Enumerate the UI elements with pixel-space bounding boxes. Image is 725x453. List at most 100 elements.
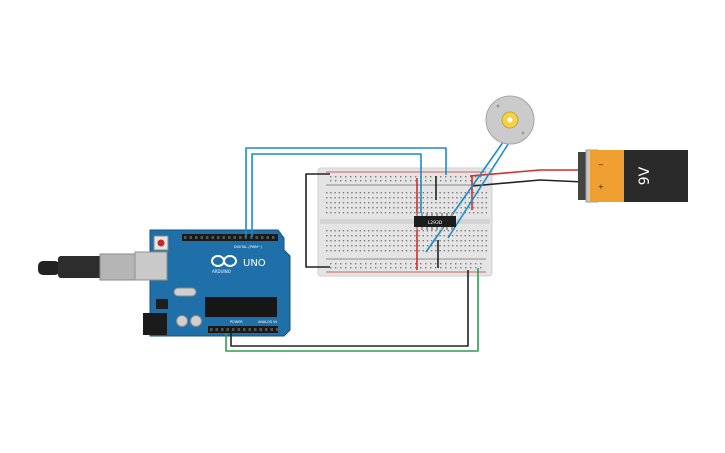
terminal-hole bbox=[384, 212, 387, 214]
rail-hole bbox=[420, 267, 422, 269]
terminal-hole bbox=[326, 240, 328, 242]
power-pin bbox=[243, 328, 246, 331]
terminal-hole bbox=[351, 250, 353, 252]
terminal-hole bbox=[376, 230, 378, 232]
rail-hole bbox=[425, 267, 427, 269]
terminal-hole bbox=[460, 192, 462, 194]
terminal-hole bbox=[389, 240, 391, 242]
rail-hole bbox=[470, 263, 472, 265]
battery-9v: − + 9V bbox=[578, 149, 688, 203]
terminal-hole bbox=[447, 240, 450, 242]
l293d-chip: L293D bbox=[414, 213, 456, 230]
terminal-hole bbox=[342, 207, 345, 209]
terminal-hole bbox=[338, 192, 340, 194]
terminal-hole bbox=[485, 245, 487, 247]
terminal-hole bbox=[456, 202, 458, 204]
terminal-hole bbox=[330, 202, 332, 204]
terminal-hole bbox=[452, 202, 454, 204]
wire-black-ground bbox=[230, 270, 469, 347]
battery-black-body bbox=[624, 150, 688, 202]
terminal-hole bbox=[380, 202, 382, 204]
terminal-hole bbox=[368, 235, 370, 237]
rail-hole bbox=[360, 267, 362, 269]
rail-hole bbox=[345, 176, 347, 178]
rail-hole bbox=[435, 267, 437, 269]
terminal-hole bbox=[414, 192, 416, 194]
terminal-hole bbox=[338, 245, 340, 247]
wire-motor-lead-1 bbox=[425, 137, 507, 253]
usb-plug bbox=[58, 256, 108, 278]
terminal-hole bbox=[414, 197, 416, 199]
rail-hole bbox=[390, 180, 392, 182]
crystal-oscillator bbox=[173, 287, 197, 297]
terminal-hole bbox=[477, 250, 479, 252]
terminal-hole bbox=[426, 230, 429, 232]
rail-hole bbox=[410, 180, 412, 182]
terminal-hole bbox=[376, 212, 378, 214]
terminal-hole bbox=[414, 245, 416, 247]
terminal-hole bbox=[380, 230, 382, 232]
rail-hole bbox=[480, 180, 482, 182]
rail-hole bbox=[370, 176, 372, 178]
terminal-hole bbox=[414, 250, 416, 252]
rail-hole bbox=[350, 267, 352, 269]
rail-hole bbox=[385, 180, 387, 182]
digital-pin bbox=[255, 236, 258, 239]
rail-hole bbox=[365, 263, 367, 265]
rail-hole bbox=[385, 263, 387, 265]
digital-pin bbox=[206, 236, 209, 239]
rail-hole bbox=[460, 267, 462, 269]
terminal-hole bbox=[393, 235, 395, 237]
chip-pin bbox=[446, 213, 448, 216]
terminal-hole bbox=[368, 230, 370, 232]
terminal-hole bbox=[481, 202, 483, 204]
digital-pin bbox=[261, 236, 264, 239]
terminal-hole bbox=[418, 235, 420, 237]
digital-pin bbox=[272, 236, 275, 239]
battery-minus-label: − bbox=[598, 161, 604, 169]
rail-hole bbox=[440, 267, 442, 269]
terminal-hole bbox=[410, 230, 412, 232]
terminal-hole bbox=[447, 197, 450, 199]
terminal-hole bbox=[384, 202, 387, 204]
terminal-hole bbox=[384, 197, 387, 199]
rail-hole bbox=[475, 263, 477, 265]
rail-hole bbox=[385, 176, 387, 178]
terminal-hole bbox=[330, 197, 332, 199]
terminal-hole bbox=[477, 240, 479, 242]
terminal-hole bbox=[456, 240, 458, 242]
wire-battery-positive bbox=[469, 169, 584, 177]
digital-pin bbox=[189, 236, 192, 239]
usb-cable-end bbox=[38, 261, 60, 275]
chip-pin bbox=[426, 213, 428, 216]
rail-hole bbox=[405, 263, 407, 265]
terminal-hole bbox=[422, 240, 424, 242]
terminal-hole bbox=[326, 250, 328, 252]
terminal-hole bbox=[376, 207, 378, 209]
wire-black-rail-jumper bbox=[305, 173, 330, 268]
terminal-hole bbox=[376, 250, 378, 252]
terminal-hole bbox=[342, 197, 345, 199]
terminal-hole bbox=[464, 235, 466, 237]
terminal-hole bbox=[334, 250, 336, 252]
terminal-hole bbox=[347, 250, 349, 252]
terminal-hole bbox=[447, 250, 450, 252]
terminal-hole bbox=[443, 245, 445, 247]
terminal-hole bbox=[460, 230, 462, 232]
chip-pin bbox=[441, 213, 443, 216]
terminal-hole bbox=[485, 212, 487, 214]
terminal-hole bbox=[355, 230, 357, 232]
terminal-hole bbox=[452, 235, 454, 237]
terminal-hole bbox=[431, 235, 433, 237]
rail-hole bbox=[375, 267, 377, 269]
rail-hole bbox=[375, 176, 377, 178]
terminal-hole bbox=[401, 250, 403, 252]
terminal-hole bbox=[422, 245, 424, 247]
terminal-hole bbox=[443, 197, 445, 199]
terminal-hole bbox=[431, 207, 433, 209]
terminal-hole bbox=[447, 230, 450, 232]
terminal-hole bbox=[372, 230, 374, 232]
terminal-hole bbox=[414, 240, 416, 242]
wire-green-5v bbox=[225, 268, 479, 352]
